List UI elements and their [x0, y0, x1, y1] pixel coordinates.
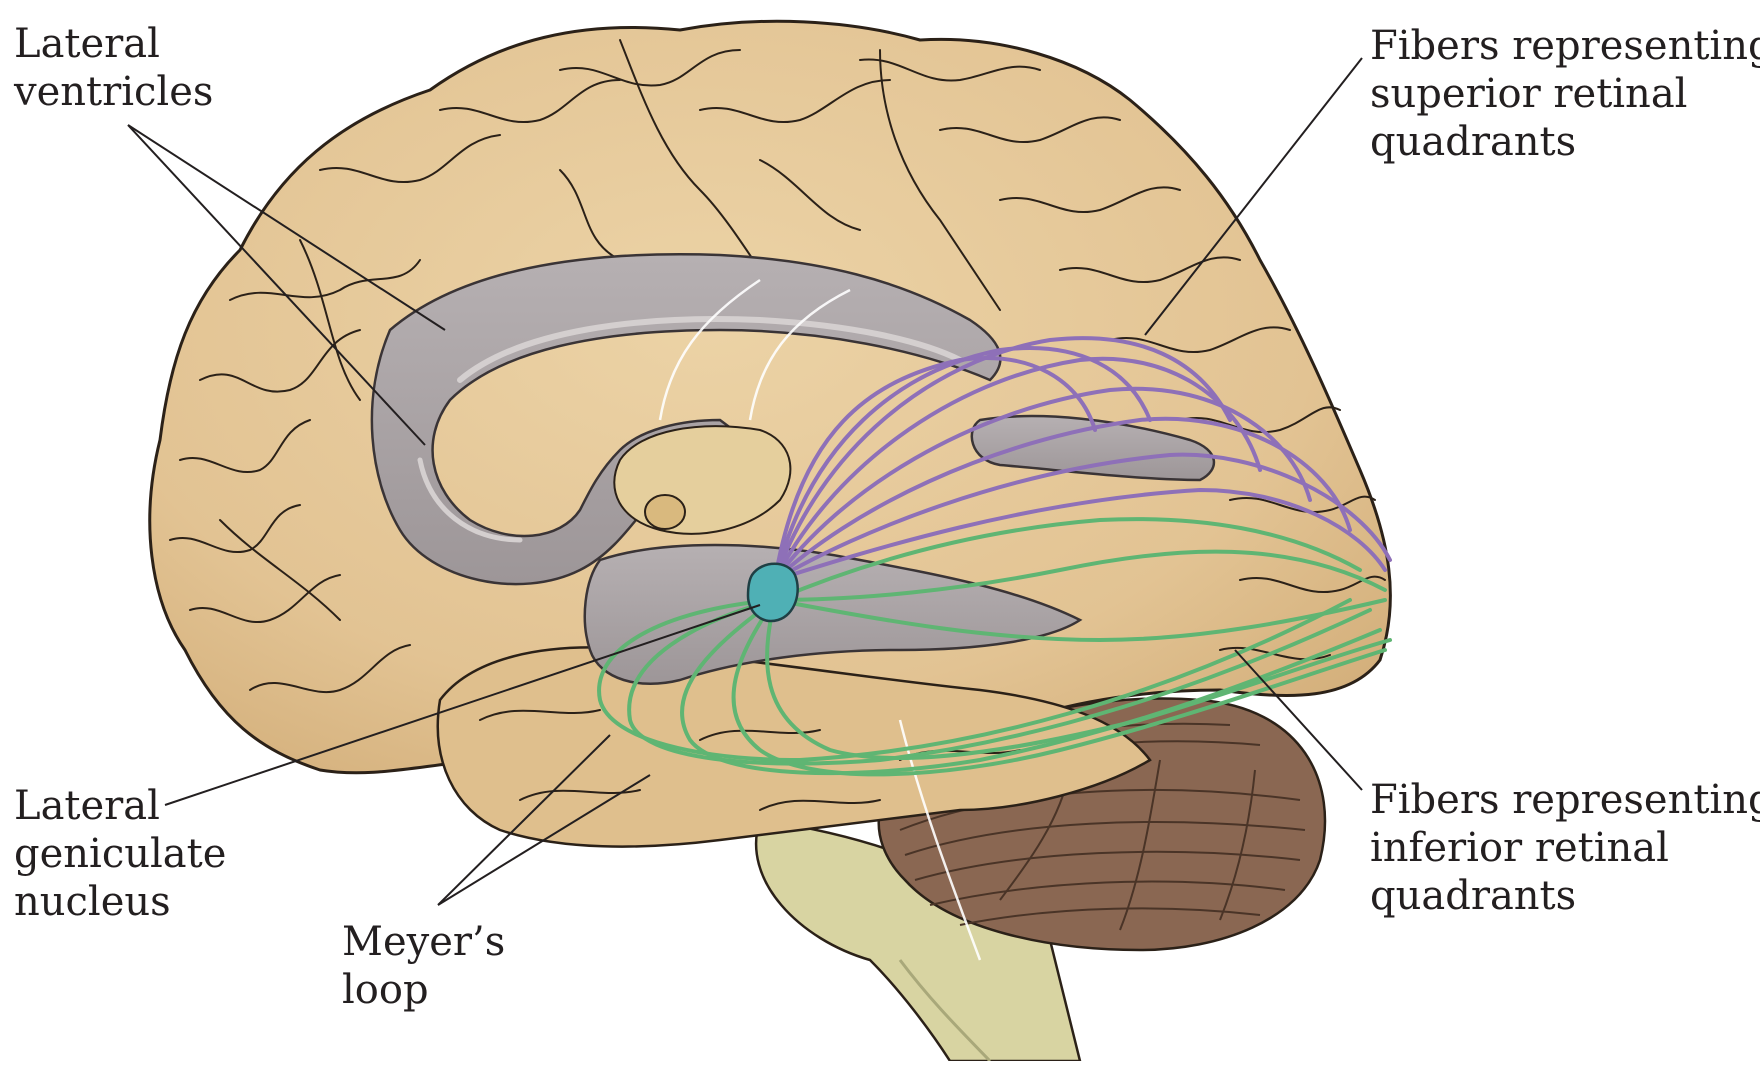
interthalamic-adhesion: [645, 495, 685, 529]
label-line: nucleus: [14, 878, 226, 926]
label-line: Fibers representing: [1370, 22, 1760, 70]
label-superior-fibers: Fibers representing superior retinal qua…: [1370, 22, 1760, 166]
label-line: quadrants: [1370, 872, 1760, 920]
label-meyers-loop: Meyer’s loop: [342, 918, 505, 1014]
label-line: Meyer’s: [342, 918, 505, 966]
lateral-geniculate-nucleus: [748, 564, 798, 621]
label-line: geniculate: [14, 830, 226, 878]
label-line: Lateral: [14, 782, 226, 830]
label-line: superior retinal: [1370, 70, 1760, 118]
label-line: inferior retinal: [1370, 824, 1760, 872]
label-line: Fibers representing: [1370, 776, 1760, 824]
label-line: ventricles: [14, 68, 213, 116]
label-line: Lateral: [14, 20, 213, 68]
label-inferior-fibers: Fibers representing inferior retinal qua…: [1370, 776, 1760, 920]
label-line: quadrants: [1370, 118, 1760, 166]
label-lateral-geniculate-nucleus: Lateral geniculate nucleus: [14, 782, 226, 926]
label-line: loop: [342, 966, 505, 1014]
label-lateral-ventricles: Lateral ventricles: [14, 20, 213, 116]
